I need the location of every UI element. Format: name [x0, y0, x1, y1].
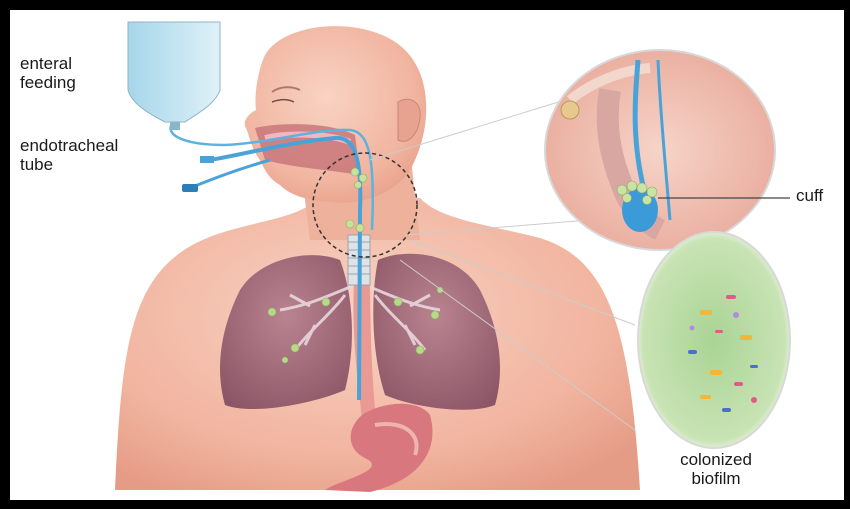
endotracheal-tube-label: endotracheal tube — [20, 136, 118, 174]
biofilm-zoom-view — [638, 232, 790, 448]
cuff-zoom-view — [545, 50, 775, 250]
enteral-feeding-label: enteral feeding — [20, 54, 76, 92]
cuff-label: cuff — [796, 186, 823, 205]
colonized-biofilm-label: colonized biofilm — [664, 450, 768, 488]
feeding-bag — [128, 22, 220, 122]
illustration — [10, 10, 844, 500]
diagram-canvas: enteral feeding endotracheal tube cuff c… — [10, 10, 844, 500]
